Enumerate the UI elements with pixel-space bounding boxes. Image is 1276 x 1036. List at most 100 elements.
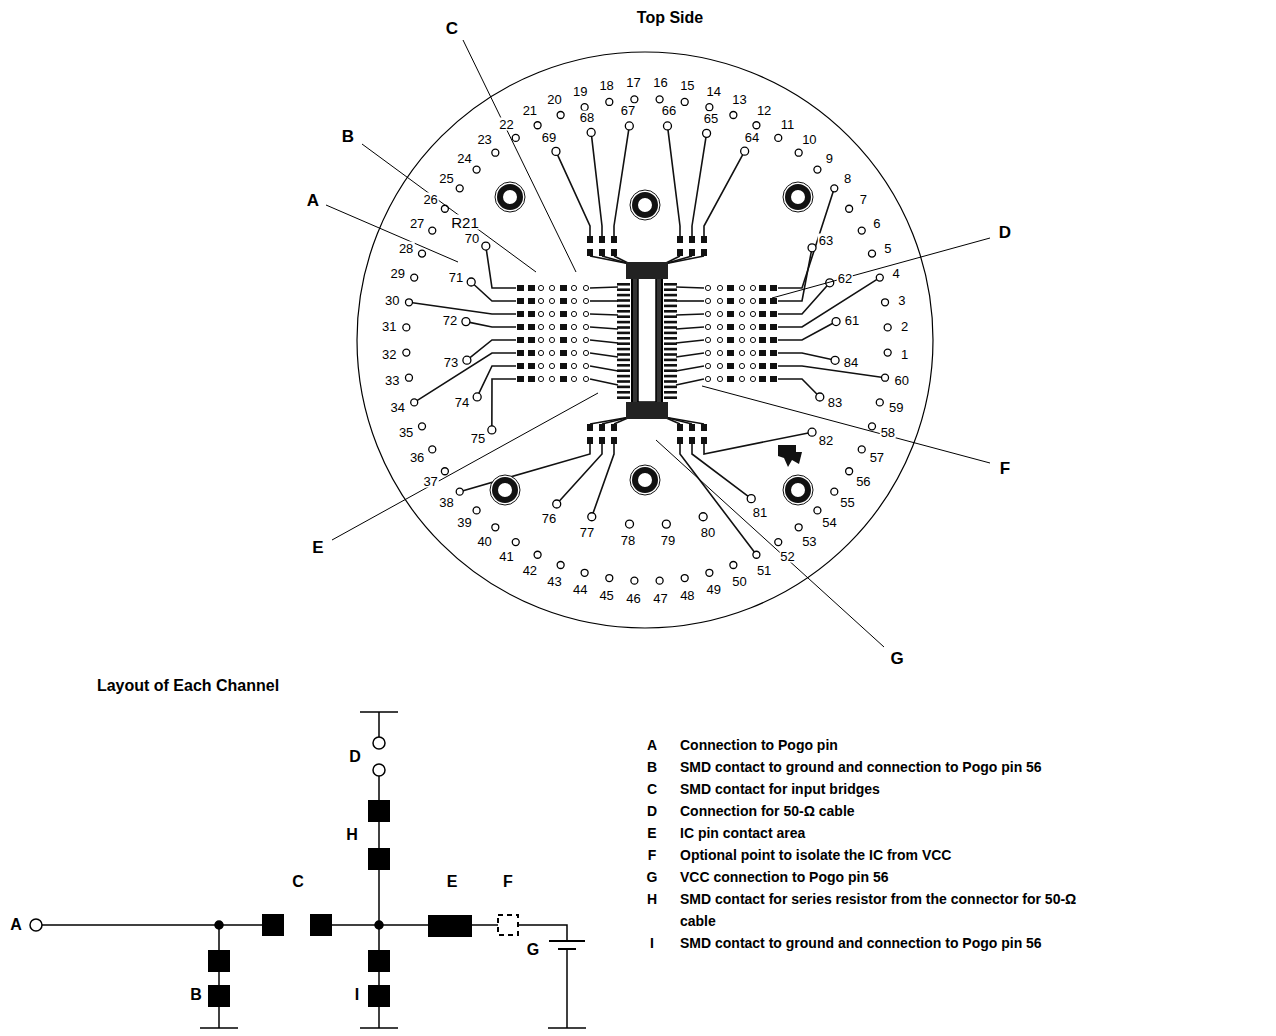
key-letter: E (647, 822, 656, 844)
pin-number: 62 (837, 272, 853, 285)
channel-schematic (30, 712, 586, 1028)
pogo-pin-hole (703, 129, 711, 137)
pin-number: 47 (652, 591, 668, 604)
pin-number: 11 (780, 117, 796, 130)
smd-pad (528, 350, 535, 356)
copper-trace (704, 151, 745, 236)
mounting-ring (490, 475, 520, 505)
pogo-pin-hole (846, 468, 853, 475)
pin-number: 77 (579, 526, 595, 539)
pin-number: 39 (456, 516, 472, 529)
smd-pad (759, 363, 766, 369)
copper-trace (664, 417, 704, 424)
copper-trace (592, 444, 614, 517)
smd-pad (701, 236, 707, 243)
pogo-pin-hole (846, 205, 853, 212)
via (705, 311, 710, 316)
title: Top Side (637, 10, 703, 26)
pin-number: 18 (598, 79, 614, 92)
wire (360, 711, 398, 713)
via (705, 285, 710, 290)
pin-number: 13 (731, 93, 747, 106)
copper-trace (778, 322, 836, 340)
smd-pad (770, 350, 777, 356)
wire (378, 870, 380, 925)
smd-pad (528, 285, 535, 291)
smd-pad (727, 285, 734, 291)
pogo-pin-hole (858, 227, 865, 234)
pogo-pin-hole (429, 446, 436, 453)
pin-number: 71 (448, 271, 464, 284)
callout-letter: G (526, 942, 540, 958)
ic-pin-pad (617, 337, 630, 340)
smd-pad (560, 337, 567, 343)
copper-trace (676, 287, 704, 288)
mounting-ring (641, 476, 649, 484)
ic-pin-pad (617, 342, 630, 345)
callout-letter: B (189, 987, 203, 1003)
pin-number: 81 (752, 506, 768, 519)
pin-number: 68 (579, 111, 595, 124)
pin-number: 10 (801, 133, 817, 146)
pogo-pin-hole (419, 423, 426, 430)
smd-pad (701, 249, 707, 256)
mounting-ring (783, 475, 813, 505)
via (750, 376, 755, 381)
key-description: SMD contact for input bridges (680, 778, 880, 800)
via (583, 350, 588, 355)
smd-pad (759, 350, 766, 356)
smd-pad (770, 324, 777, 330)
pogo-pin-hole (876, 274, 883, 281)
pogo-pin-hole (868, 423, 875, 430)
pogo-pin-hole (858, 446, 865, 453)
smd-pad (560, 324, 567, 330)
copper-trace (590, 379, 618, 385)
callout-letter: C (444, 20, 460, 37)
key-description: Connection for 50-Ω cable (680, 800, 855, 822)
ic-pin-pad (617, 283, 630, 286)
smd-pad (560, 350, 567, 356)
pogo-pin-hole (656, 96, 663, 103)
mounting-ring (635, 470, 655, 490)
ic-pin-pad (617, 386, 630, 389)
pogo-pin-hole (463, 356, 471, 364)
pin-number: 59 (888, 400, 904, 413)
smd-pad (727, 311, 734, 317)
pin-number: 9 (825, 151, 834, 164)
ic-pin-pad (664, 294, 677, 297)
pogo-pin-hole (831, 356, 839, 364)
pin-number: 49 (706, 583, 722, 596)
pogo-pin-hole (553, 500, 561, 508)
pin-number: 48 (679, 588, 695, 601)
wire (42, 924, 262, 926)
pogo-pin-hole (656, 577, 663, 584)
pin-number: 27 (409, 216, 425, 229)
copper-trace (676, 366, 704, 371)
pogo-pin-hole (730, 561, 737, 568)
via (571, 376, 576, 381)
key-description: Connection to Pogo pin (680, 734, 838, 756)
ic-pin-pad (617, 315, 630, 318)
smd-pad (560, 363, 567, 369)
via (571, 324, 576, 329)
copper-trace (590, 327, 618, 329)
key-letter: I (650, 932, 654, 954)
pin-number: 43 (546, 574, 562, 587)
pogo-pin-hole (814, 166, 821, 173)
pogo-pin-hole (626, 520, 634, 528)
via (705, 298, 710, 303)
ic-pin-pad (617, 364, 630, 367)
copper-trace (676, 327, 704, 329)
smd-pad (770, 376, 777, 382)
smd-pad (759, 376, 766, 382)
leader-line (362, 144, 536, 272)
callout-letter: E (446, 874, 459, 890)
via (717, 350, 722, 355)
pogo-pin-hole (832, 318, 840, 326)
mounting-ring (641, 201, 649, 209)
via (717, 311, 722, 316)
smd-pad (770, 285, 777, 291)
pogo-pin-hole (706, 104, 713, 111)
ic-pin-pad (664, 299, 677, 302)
ic-pin-pad (617, 288, 630, 291)
